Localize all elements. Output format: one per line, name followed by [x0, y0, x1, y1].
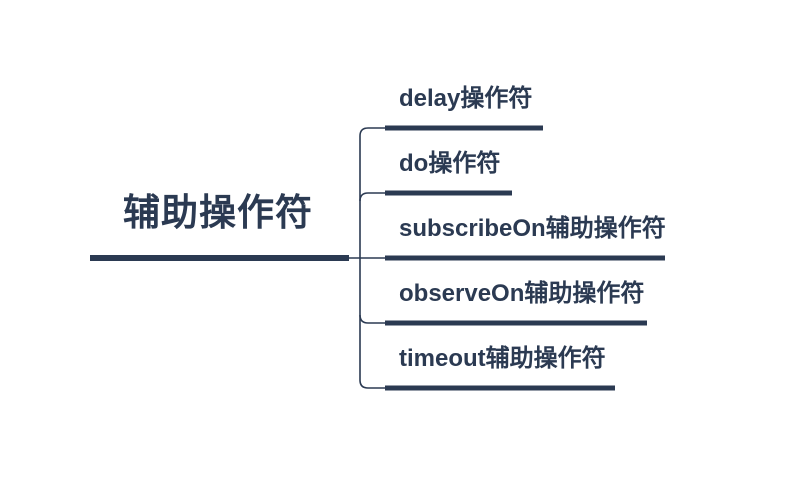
branch-label-timeout[interactable]: timeout辅助操作符: [399, 345, 606, 372]
branch-label-observeon[interactable]: observeOn辅助操作符: [399, 280, 645, 307]
connector-spine-down-timeout: [359, 258, 385, 389]
branch-label-do[interactable]: do操作符: [399, 150, 501, 177]
branch-label-subscribeon[interactable]: subscribeOn辅助操作符: [399, 215, 666, 242]
connector-spine-up-delay: [359, 127, 385, 258]
connector-branch-do: [359, 192, 385, 202]
branch-label-delay[interactable]: delay操作符: [399, 85, 533, 112]
root-node-label[interactable]: 辅助操作符: [123, 192, 313, 233]
connector-branch-observeon: [359, 314, 385, 324]
